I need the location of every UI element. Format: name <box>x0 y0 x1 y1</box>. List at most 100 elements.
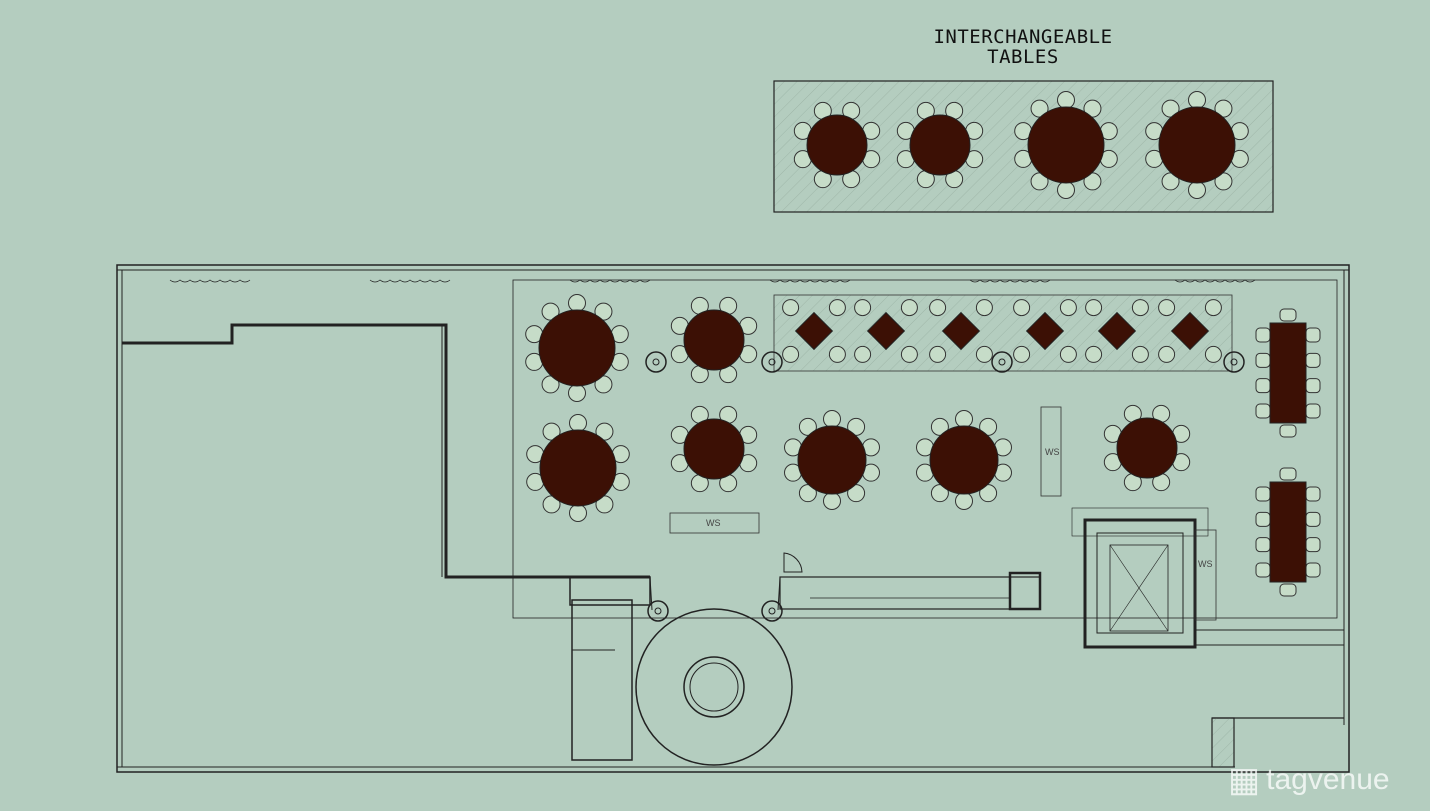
chair <box>1158 299 1176 317</box>
chair <box>854 345 872 363</box>
long-table-18 <box>1269 322 1307 424</box>
chair <box>823 410 841 428</box>
chair <box>1305 511 1321 527</box>
chair <box>1255 378 1271 394</box>
chair <box>823 492 841 510</box>
chair <box>782 345 800 363</box>
waiter-station-2 <box>1040 406 1062 497</box>
pillar-core <box>654 607 662 615</box>
chair <box>975 345 993 363</box>
chair <box>900 345 918 363</box>
chair <box>900 299 918 317</box>
chair <box>1255 537 1271 553</box>
chair <box>1255 327 1271 343</box>
chair <box>1158 345 1176 363</box>
pillar <box>647 600 669 622</box>
building-walls <box>116 264 1350 773</box>
waiter-station-3 <box>1194 529 1217 621</box>
chair <box>1188 91 1206 109</box>
square-table-16 <box>1097 311 1137 351</box>
chair <box>1279 467 1297 481</box>
chair <box>1057 91 1075 109</box>
round-table-10 <box>929 425 999 495</box>
chair <box>1188 181 1206 199</box>
chair <box>569 504 587 522</box>
chair <box>1131 299 1149 317</box>
chair <box>1255 562 1271 578</box>
chair <box>1131 345 1149 363</box>
chair <box>1085 345 1103 363</box>
pillar <box>761 600 783 622</box>
pillar-core <box>768 358 776 366</box>
watermark-brand: tagvenue <box>1266 763 1390 796</box>
chair <box>1305 352 1321 368</box>
square-table-12 <box>794 311 834 351</box>
legend-title-line-1: INTERCHANGEABLE <box>933 26 1113 48</box>
chair <box>1059 345 1077 363</box>
round-table-5 <box>538 309 616 387</box>
chair <box>1305 537 1321 553</box>
chair <box>1013 299 1031 317</box>
pillar <box>1223 351 1245 373</box>
chair <box>1057 181 1075 199</box>
pillar-core <box>1230 358 1238 366</box>
long-table-19 <box>1269 481 1307 583</box>
pillar <box>645 351 667 373</box>
tagvenue-logo-icon: ▦ <box>1228 761 1261 799</box>
pillar-core <box>998 358 1006 366</box>
chair <box>569 414 587 432</box>
square-table-13 <box>866 311 906 351</box>
legend-title: INTERCHANGEABLE TABLES <box>923 27 1123 67</box>
chair <box>782 299 800 317</box>
chair <box>955 492 973 510</box>
chair <box>1013 345 1031 363</box>
ws-label-3: WS <box>1198 559 1213 569</box>
watermark: ▦ tagvenue <box>1228 757 1390 803</box>
pillar-core <box>768 607 776 615</box>
round-table-4 <box>1158 106 1236 184</box>
chair <box>1305 562 1321 578</box>
chair <box>1279 583 1297 597</box>
round-table-8 <box>683 418 745 480</box>
chair <box>1255 403 1271 419</box>
chair <box>1204 345 1222 363</box>
round-table-1 <box>806 114 868 176</box>
pillar <box>991 351 1013 373</box>
chair <box>975 299 993 317</box>
round-table-6 <box>683 309 745 371</box>
chair <box>1279 308 1297 322</box>
chair <box>1305 327 1321 343</box>
pillar <box>761 351 783 373</box>
legend-title-line-2: TABLES <box>987 46 1059 68</box>
chair <box>929 345 947 363</box>
chair <box>929 299 947 317</box>
chair <box>955 410 973 428</box>
ws-label-2: WS <box>1045 447 1060 457</box>
square-table-14 <box>941 311 981 351</box>
chair <box>1305 403 1321 419</box>
round-table-11 <box>1116 417 1178 479</box>
furniture <box>525 91 1321 622</box>
chair <box>1059 299 1077 317</box>
round-table-2 <box>909 114 971 176</box>
square-table-15 <box>1025 311 1065 351</box>
ws-label-1: WS <box>706 518 721 528</box>
square-table-17 <box>1170 311 1210 351</box>
chair <box>1255 352 1271 368</box>
chair <box>1204 299 1222 317</box>
chair <box>1305 486 1321 502</box>
pillar-core <box>652 358 660 366</box>
round-table-9 <box>797 425 867 495</box>
chair <box>1305 378 1321 394</box>
round-table-7 <box>539 429 617 507</box>
chair <box>1255 511 1271 527</box>
waiter-station-1 <box>669 512 760 534</box>
chair <box>568 294 586 312</box>
chair <box>1085 299 1103 317</box>
chair <box>828 299 846 317</box>
chair <box>828 345 846 363</box>
chair <box>568 384 586 402</box>
chair <box>1279 424 1297 438</box>
square-tables-zone <box>773 294 1233 372</box>
